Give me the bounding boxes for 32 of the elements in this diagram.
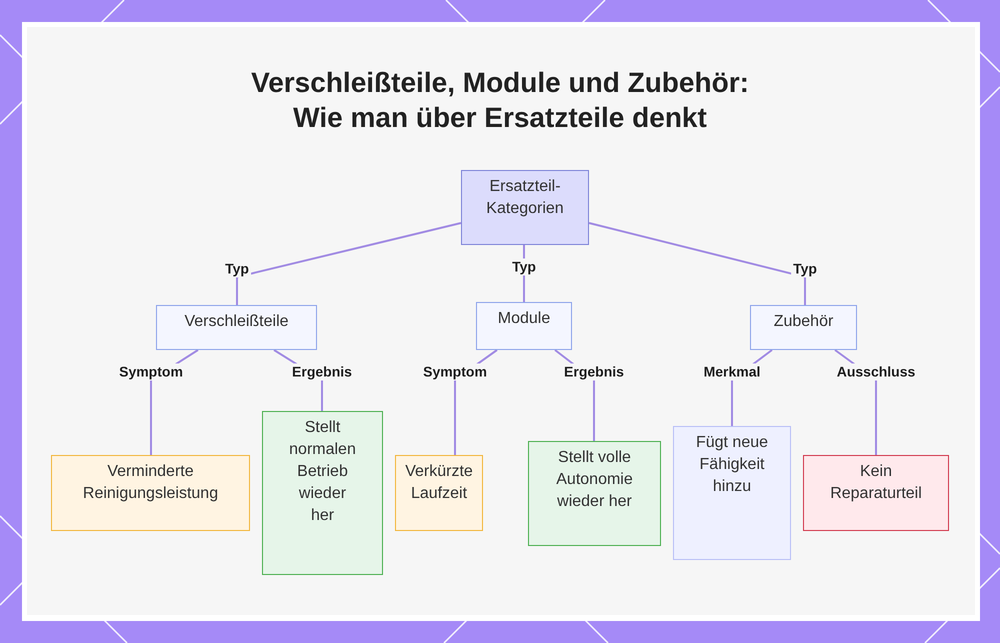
root-box (461, 170, 589, 245)
edge-label: Typ (223, 260, 251, 278)
edge-label: Symptom (421, 364, 489, 380)
edge-label: Merkmal (702, 364, 762, 380)
symptom-box (395, 455, 483, 531)
exclusion-box (803, 455, 949, 531)
node-text: Stellt normalen Betrieb wieder her (289, 419, 356, 524)
category-box (476, 302, 572, 350)
edge-label: Ergebnis (562, 364, 626, 380)
feature-box (673, 426, 791, 560)
edge-label: Typ (510, 258, 538, 276)
edge-label: Ausschluss (834, 364, 918, 380)
result-box (262, 411, 383, 575)
edge-label: Typ (791, 260, 819, 278)
node-text: Verkürzte Laufzeit (405, 463, 473, 502)
node-text: Ersatzteil- Kategorien (486, 178, 564, 217)
connector-line (588, 222, 806, 305)
node-text: Fügt neue Fähigkeit hinzu (696, 434, 768, 495)
node-text: Verschleißteile (184, 313, 289, 330)
symptom-box (51, 455, 250, 531)
node-text: Module (498, 310, 550, 327)
edge-label: Ergebnis (290, 364, 354, 380)
node-text: Zubehör (774, 313, 834, 330)
node-text: Verminderte Reinigungsleistung (82, 463, 218, 502)
edge-label: Symptom (117, 364, 185, 380)
result-box (528, 441, 661, 546)
category-box (156, 305, 317, 350)
category-box (750, 305, 857, 350)
connector-line (236, 222, 462, 305)
node-text: Stellt volle Autonomie wieder her (556, 449, 633, 510)
diagram-title: Verschleißteile, Module und Zubehör: Wie man über Ersatzteile denkt (251, 67, 749, 133)
node-text: Kein Reparaturteil (830, 463, 922, 502)
